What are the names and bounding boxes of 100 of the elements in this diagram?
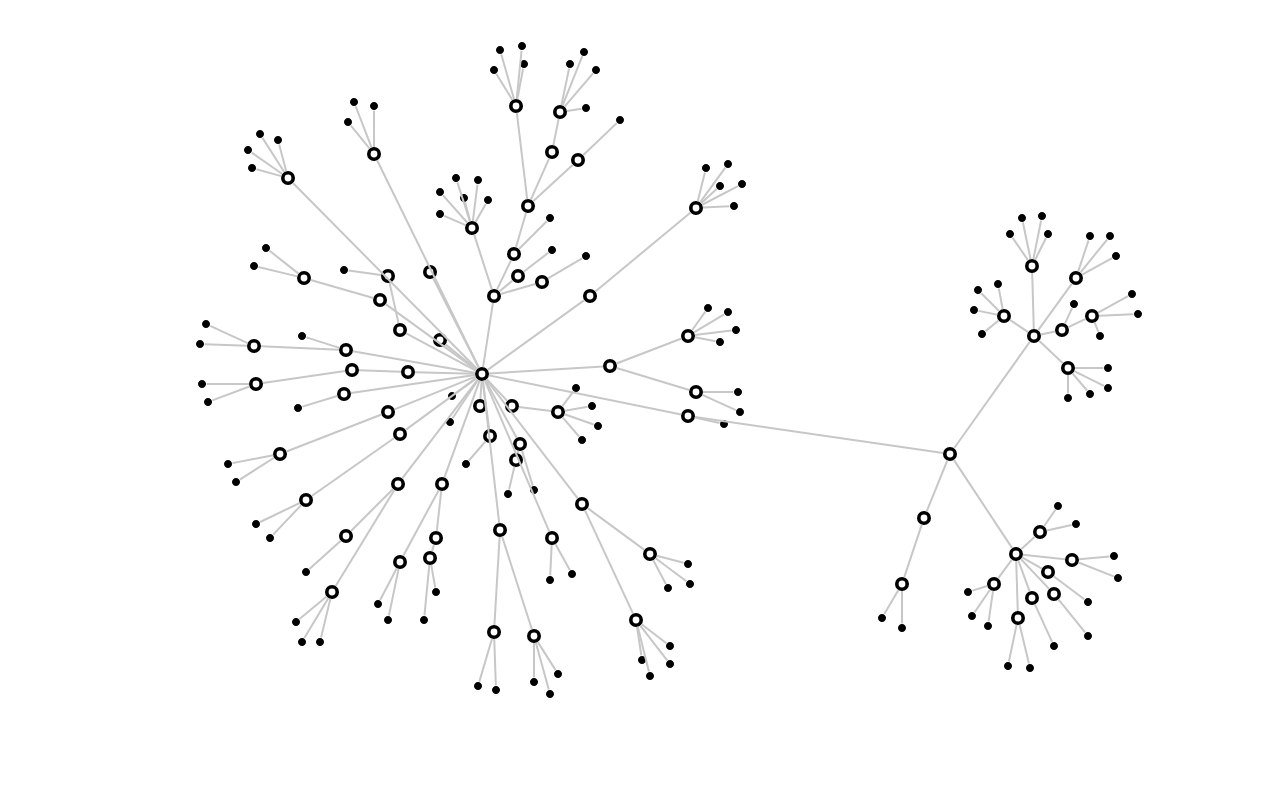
link-line [1011,236,1030,262]
link-line [1034,237,1047,261]
network-node [493,523,507,537]
link-line [883,589,900,616]
network-node [1009,547,1023,561]
link-line [691,310,707,332]
link-line [1020,535,1036,551]
link-line [349,374,477,394]
network-node [423,551,437,565]
network-node [337,386,351,401]
link-line [652,559,667,585]
link-line [384,303,478,371]
link-line [443,214,467,227]
link-line [536,640,557,672]
link-line [1097,295,1129,314]
link-line [260,345,340,351]
network-node [681,328,695,343]
link-line [1039,330,1057,336]
link-line [1052,575,1086,601]
link-line [478,637,493,683]
network-node [1055,322,1069,337]
link-line [205,383,250,385]
link-line [402,489,440,557]
link-line [636,625,643,657]
link-line [379,567,398,601]
link-line [485,378,509,402]
network-node [997,309,1011,323]
link-line [454,377,478,395]
link-line [594,211,692,293]
link-line [547,257,584,280]
link-line [563,413,595,426]
link-line [693,329,733,337]
link-line [515,49,523,100]
link-line [373,109,375,148]
network-node [393,322,407,337]
link-line [499,282,537,296]
link-line [1074,367,1105,369]
link-line [493,638,497,687]
link-line [997,558,1013,580]
link-line [517,405,553,413]
network-node [381,268,395,283]
link-line [496,259,512,291]
network-node [281,171,295,185]
link-line [238,456,276,481]
link-line [655,554,685,564]
link-line [404,377,478,431]
network-node [401,364,415,379]
link-line [1073,370,1105,387]
link-line [464,201,472,223]
network-node [553,105,567,119]
link-line [334,488,396,587]
network-node [1025,591,1039,605]
link-line [471,183,479,223]
network-node [551,405,565,419]
link-line [561,55,584,107]
network-node [643,547,657,561]
network-node [603,359,617,373]
network-node [391,476,405,491]
link-line [521,449,534,487]
network-node [339,529,353,543]
link-line [351,350,477,374]
network-node [423,265,437,279]
network-node [1047,587,1061,601]
link-line [467,440,487,462]
link-line [481,379,501,525]
link-line [997,287,1004,311]
link-line [272,504,303,536]
network-node [1011,611,1025,625]
link-line [1071,372,1089,392]
link-line [702,205,731,209]
link-line [442,194,469,224]
link-line [1015,560,1019,612]
link-line [1063,307,1074,325]
link-line [278,143,288,173]
network-node [681,408,695,423]
link-line [615,337,683,365]
link-line [498,279,514,293]
network-node [339,343,353,357]
network-node [583,289,597,303]
network-node [433,332,447,347]
link-line [305,336,341,349]
network-node [895,577,909,591]
network-node [247,338,261,353]
link-line [1008,318,1030,334]
link-line [549,544,553,577]
network-node [473,399,487,413]
network-node [545,145,559,159]
link-line [486,299,586,371]
link-line [701,393,737,412]
link-line [516,67,525,101]
link-line [700,188,718,205]
link-line [483,379,551,533]
network-node [1065,553,1079,567]
link-line [250,151,284,175]
link-line [430,563,437,589]
link-line [393,375,477,411]
link-line [1045,523,1073,532]
link-line [554,543,571,571]
link-line [1021,553,1067,561]
link-line [1081,257,1113,276]
